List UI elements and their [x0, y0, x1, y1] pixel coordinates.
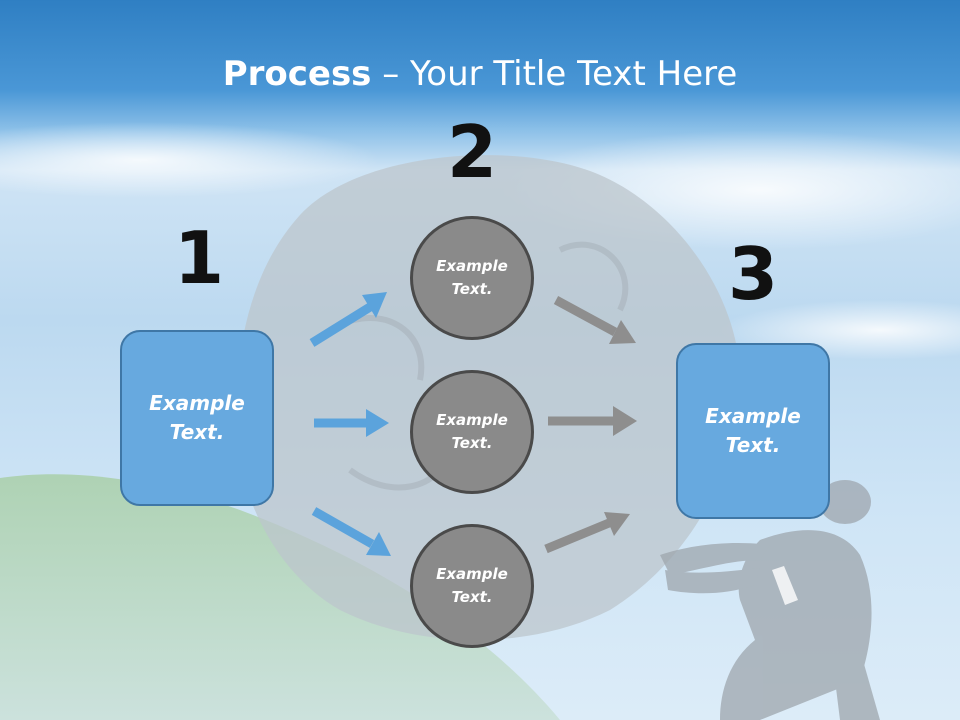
arrow-to-bottom-circle-icon — [311, 507, 391, 556]
arrow-to-top-circle-icon — [309, 292, 387, 347]
step-number-1: 1 — [173, 216, 225, 300]
slide-title: Process – Your Title Text Here — [0, 52, 960, 96]
step-1-text: Example Text. — [149, 391, 245, 444]
step-2-circle-middle: Example Text. — [410, 370, 534, 494]
blue-arrows — [309, 292, 391, 556]
circle-middle-text: Example Text. — [436, 411, 508, 452]
arrow-from-middle-circle-icon — [548, 406, 637, 436]
circle-top-text: Example Text. — [436, 257, 508, 298]
step-number-2: 2 — [446, 110, 498, 194]
man-silhouette-icon — [660, 480, 880, 720]
arrow-to-middle-circle-icon — [314, 409, 389, 437]
step-3-box: Example Text. — [676, 343, 830, 519]
arrow-from-top-circle-icon — [553, 296, 636, 344]
step-2-circle-bottom: Example Text. — [410, 524, 534, 648]
hill — [0, 474, 560, 720]
arrow-from-bottom-circle-icon — [544, 512, 630, 554]
title-rest: – Your Title Text Here — [371, 54, 738, 94]
step-1-box: Example Text. — [120, 330, 274, 506]
step-number-3: 3 — [727, 232, 779, 316]
step-3-text: Example Text. — [705, 404, 801, 457]
step-2-circle-top: Example Text. — [410, 216, 534, 340]
cloud — [0, 122, 380, 198]
circle-bottom-text: Example Text. — [436, 565, 508, 606]
gray-arrows — [544, 296, 637, 554]
title-bold: Process — [222, 54, 372, 94]
